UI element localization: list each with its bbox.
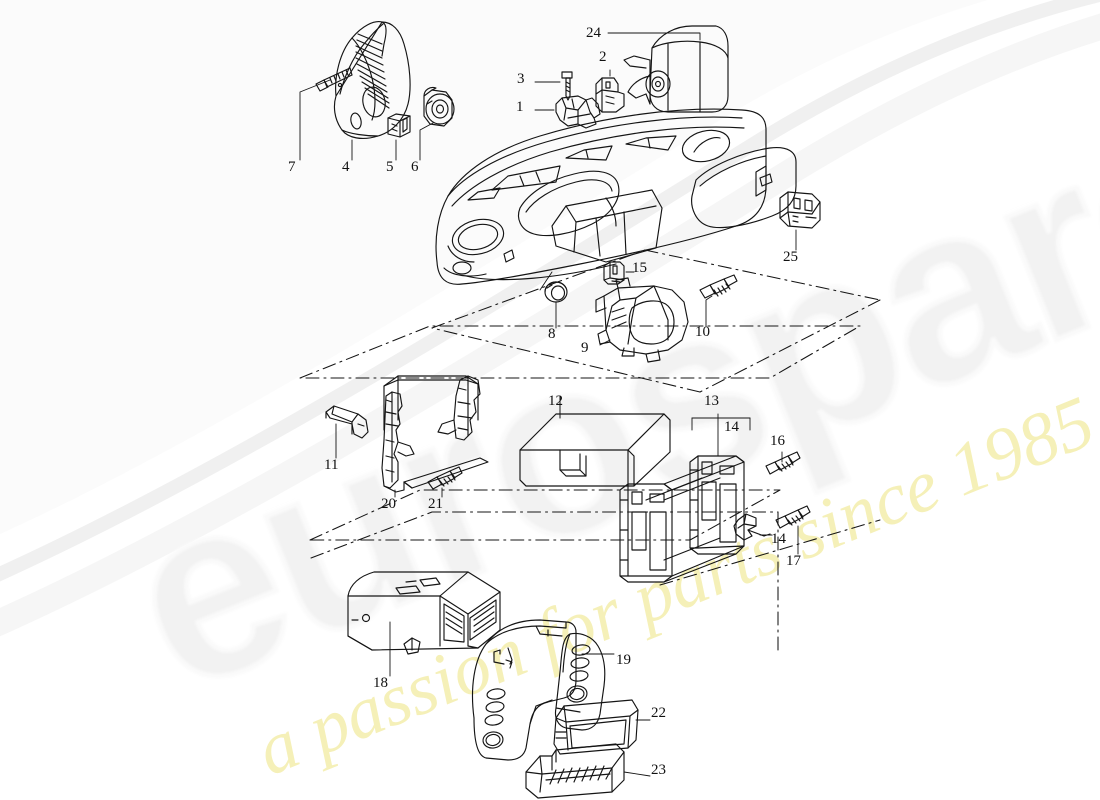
callout-20: 20: [381, 496, 396, 512]
part-24-passenger-airbag-module: [623, 25, 729, 113]
leader-23: [623, 771, 651, 777]
part-18-radio-head-unit: [347, 571, 501, 655]
callout-24: 24: [586, 25, 601, 41]
callout-7: 7: [288, 159, 296, 175]
callout-23: 23: [651, 762, 666, 778]
part-3-screw-small: [561, 71, 573, 101]
part-16-screw-tapping: [765, 451, 801, 475]
callout-25: 25: [783, 249, 798, 265]
callout-4: 4: [342, 159, 350, 175]
callout-1: 1: [516, 99, 524, 115]
callout-5: 5: [386, 159, 394, 175]
callout-10: 10: [695, 324, 710, 340]
assembly-boundary-cluster: [431, 249, 881, 393]
callout-22: 22: [651, 705, 666, 721]
part-1-bracket-clip: [555, 95, 601, 129]
callout-13: 13: [704, 393, 719, 409]
callout-18: 18: [373, 675, 388, 691]
part-19-centre-console-trim-bezel: [471, 619, 606, 761]
assembly-boundary-middle: [309, 489, 781, 541]
callout-12: 12: [548, 393, 563, 409]
part-23-storage-tray-insert: [525, 743, 625, 799]
callout-2: 2: [599, 49, 607, 65]
part-20-mounting-frame-left: [381, 375, 489, 493]
bracket-13-14-legs: [691, 417, 751, 431]
part-25-switch-connector: [779, 191, 821, 229]
part-21-screw-tapping: [427, 466, 463, 490]
leader-9: [599, 339, 611, 346]
callout-16: 16: [770, 433, 785, 449]
part-13-radio-mounting-frame: [619, 455, 745, 583]
dashboard-body: [435, 108, 797, 285]
leader-10: [705, 295, 713, 327]
part-15-clip-small: [603, 261, 625, 285]
callout-21: 21: [428, 496, 443, 512]
callout-14: 14: [724, 419, 739, 435]
callout-19: 19: [616, 652, 631, 668]
callout-17: 17: [786, 553, 801, 569]
leader-7: [299, 79, 331, 161]
part-4-steering-column-cover: [333, 21, 411, 139]
callout-15: 15: [632, 260, 647, 276]
part-17-screw-tapping: [775, 505, 811, 529]
part-8-grommet: [544, 281, 568, 303]
leader-dash-edge: [539, 271, 553, 291]
part-9-instrument-cluster-housing: [595, 277, 689, 363]
assembly-boundary-lower: [310, 511, 881, 651]
part-12-control-unit-module: [519, 413, 671, 487]
callout-9: 9: [581, 340, 589, 356]
part-2-retaining-clip: [595, 77, 625, 113]
part-14-retaining-spring-clip: [733, 513, 771, 541]
leader-6: [419, 122, 434, 161]
callout-14b: 14: [771, 531, 786, 547]
part-5-cap-insert: [387, 113, 411, 138]
part-6-rotary-switch-knob: [423, 86, 455, 127]
part-11-bracket-bar: [325, 405, 369, 439]
leader-24: [607, 32, 701, 41]
callout-6: 6: [411, 159, 419, 175]
callout-8: 8: [548, 326, 556, 342]
assembly-boundary-upper: [299, 325, 861, 379]
callout-3: 3: [517, 71, 525, 87]
callout-11: 11: [324, 457, 339, 473]
part-22-blanking-cover-frame: [553, 699, 639, 755]
part-10-screw-tapping: [699, 274, 738, 299]
